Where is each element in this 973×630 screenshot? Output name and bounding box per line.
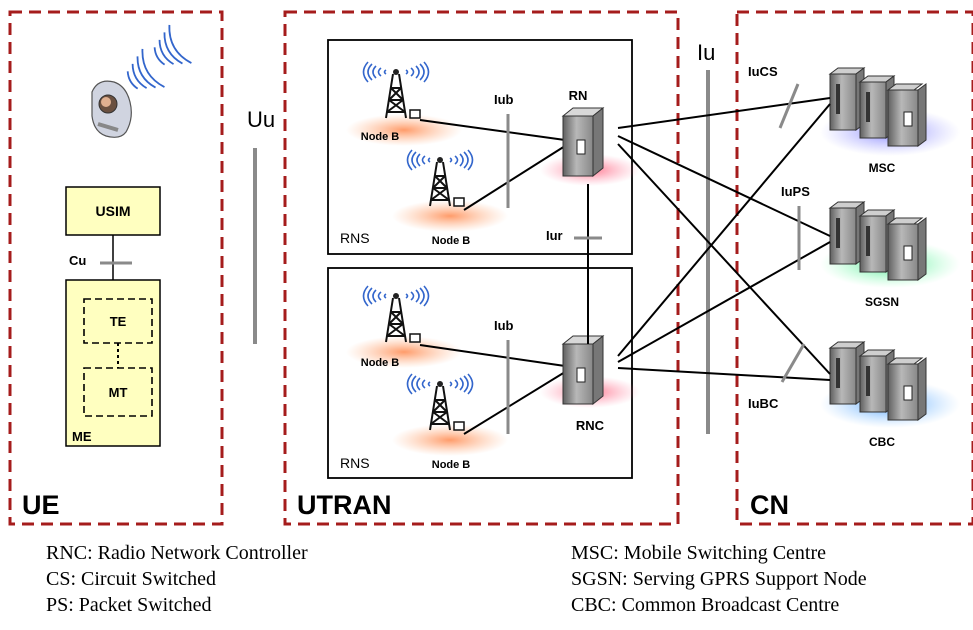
iu-link	[617, 367, 831, 381]
node-b-label: Node B	[361, 131, 400, 143]
rnc-label: RNC	[576, 418, 605, 433]
cn-domain-frame	[735, 10, 973, 526]
iu-link	[617, 135, 831, 237]
mt-box	[83, 367, 153, 417]
legend-item: PS: Packet Switched	[46, 594, 212, 616]
iu-link	[617, 103, 831, 357]
rns-box-top	[327, 39, 633, 255]
iu-label: Iu	[697, 40, 715, 65]
antenna-tower-icon	[406, 373, 474, 431]
iubc-label: IuBC	[748, 396, 779, 411]
usim-box	[65, 186, 161, 236]
me-label: ME	[72, 429, 92, 444]
cu-label: Cu	[69, 253, 86, 268]
iub-link	[419, 344, 566, 367]
me-box	[65, 279, 161, 447]
iub-label: Iub	[494, 92, 514, 107]
te-label: TE	[110, 314, 127, 329]
iucs-interface-bar	[778, 83, 800, 129]
iu-link	[617, 97, 831, 129]
iu-link	[617, 241, 831, 363]
usim-label: USIM	[96, 203, 131, 219]
iub-link	[463, 371, 566, 435]
legend-item: SGSN: Serving GPRS Support Node	[571, 568, 867, 590]
utran-domain-frame	[283, 10, 680, 526]
iubc-interface-bar	[780, 343, 806, 383]
server-rack-icon	[562, 107, 604, 177]
sgsn-label: SGSN	[865, 295, 899, 309]
node-b-glow	[392, 200, 508, 232]
uu-label: Uu	[247, 107, 275, 132]
antenna-tower-icon	[362, 285, 430, 343]
rns-label-top: RNS	[340, 230, 370, 246]
node-b-glow	[346, 336, 462, 368]
node-b-label: Node B	[361, 357, 400, 369]
node-b-label: Node B	[432, 235, 471, 247]
iub-label: Iub	[494, 318, 514, 333]
mobile-phone-icon	[91, 24, 192, 138]
ue-domain-frame	[8, 10, 224, 526]
rns-box-bottom	[327, 267, 633, 479]
iu-link	[617, 143, 831, 375]
legend-item: MSC: Mobile Switching Centre	[571, 542, 826, 564]
rn-label: RN	[569, 88, 588, 103]
legend-left: RNC: Radio Network Controller CS: Circui…	[46, 540, 308, 618]
legend-item: CS: Circuit Switched	[46, 568, 216, 590]
ue-domain-label: UE	[22, 490, 60, 520]
iups-label: IuPS	[781, 184, 810, 199]
cn-domain-label: CN	[750, 490, 789, 520]
node-b-label: Node B	[432, 459, 471, 471]
cbc-label: CBC	[869, 435, 895, 449]
legend-item: RNC: Radio Network Controller	[46, 542, 308, 564]
legend-right: MSC: Mobile Switching Centre SGSN: Servi…	[571, 540, 867, 618]
antenna-tower-icon	[406, 149, 474, 207]
iub-link	[463, 145, 566, 211]
legend-item: CBC: Common Broadcast Centre	[571, 594, 840, 616]
msc-label: MSC	[869, 161, 896, 175]
iucs-label: IuCS	[748, 64, 778, 79]
iub-link	[419, 119, 566, 141]
iur-label: Iur	[546, 228, 563, 243]
mt-label: MT	[109, 385, 128, 400]
node-b-glow	[392, 424, 508, 456]
server-rack-icon	[562, 335, 604, 405]
rns-label-bottom: RNS	[340, 455, 370, 471]
utran-domain-label: UTRAN	[297, 490, 392, 520]
antenna-tower-icon	[362, 61, 430, 119]
